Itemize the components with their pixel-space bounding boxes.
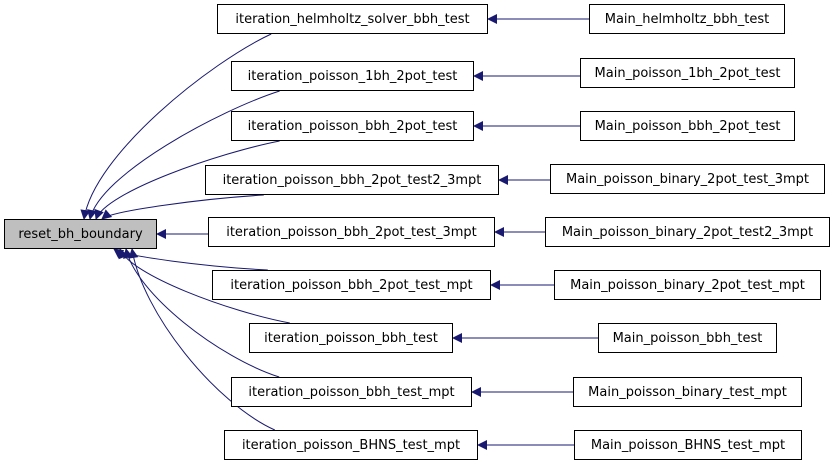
- caller-node-main-helmholtz-bbh-test[interactable]: Main_helmholtz_bbh_test: [589, 4, 785, 34]
- edge-function-to-root: [94, 140, 280, 220]
- edge-function-to-root: [128, 248, 276, 431]
- function-node-iteration-poisson-bbh-test-mpt[interactable]: iteration_poisson_bbh_test_mpt: [231, 377, 472, 407]
- caller-node-main-poisson-bhns-test-mpt[interactable]: Main_poisson_BHNS_test_mpt: [574, 430, 802, 460]
- function-node-iteration-poisson-bbh-2pot-test[interactable]: iteration_poisson_bbh_2pot_test: [231, 111, 474, 141]
- caller-node-main-poisson-binary-2pot-test-mpt[interactable]: Main_poisson_binary_2pot_test_mpt: [554, 270, 821, 300]
- function-node-iteration-poisson-bbh-2pot-test2-3mpt[interactable]: iteration_poisson_bbh_2pot_test2_3mpt: [205, 165, 499, 195]
- root-function-node[interactable]: reset_bh_boundary: [4, 219, 157, 249]
- edge-function-to-root: [123, 248, 280, 378]
- edge-function-to-root: [101, 194, 264, 220]
- function-node-iteration-poisson-bbh-2pot-test-3mpt[interactable]: iteration_poisson_bbh_2pot_test_3mpt: [208, 217, 495, 247]
- caller-node-main-poisson-bbh-test[interactable]: Main_poisson_bbh_test: [598, 323, 777, 353]
- function-node-iteration-poisson-1bh-2pot-test[interactable]: iteration_poisson_1bh_2pot_test: [231, 61, 474, 91]
- edge-function-to-root: [87, 90, 280, 220]
- edge-function-to-root: [80, 33, 272, 220]
- function-node-iteration-poisson-bhns-test-mpt[interactable]: iteration_poisson_BHNS_test_mpt: [224, 430, 478, 460]
- caller-node-main-poisson-binary-test-mpt[interactable]: Main_poisson_binary_test_mpt: [573, 377, 802, 407]
- caller-node-main-poisson-1bh-2pot-test[interactable]: Main_poisson_1bh_2pot_test: [580, 58, 795, 88]
- caller-node-main-poisson-binary-2pot-test-3mpt[interactable]: Main_poisson_binary_2pot_test_3mpt: [550, 164, 825, 194]
- function-node-iteration-poisson-bbh-test[interactable]: iteration_poisson_bbh_test: [249, 323, 453, 353]
- function-node-iteration-poisson-bbh-2pot-test-mpt[interactable]: iteration_poisson_bbh_2pot_test_mpt: [212, 270, 491, 300]
- caller-node-main-poisson-bbh-2pot-test[interactable]: Main_poisson_bbh_2pot_test: [580, 111, 795, 141]
- caller-node-main-poisson-binary-2pot-test2-3mpt[interactable]: Main_poisson_binary_2pot_test2_3mpt: [545, 217, 830, 247]
- function-node-iteration-helmholtz-solver-bbh-test[interactable]: iteration_helmholtz_solver_bbh_test: [217, 4, 488, 34]
